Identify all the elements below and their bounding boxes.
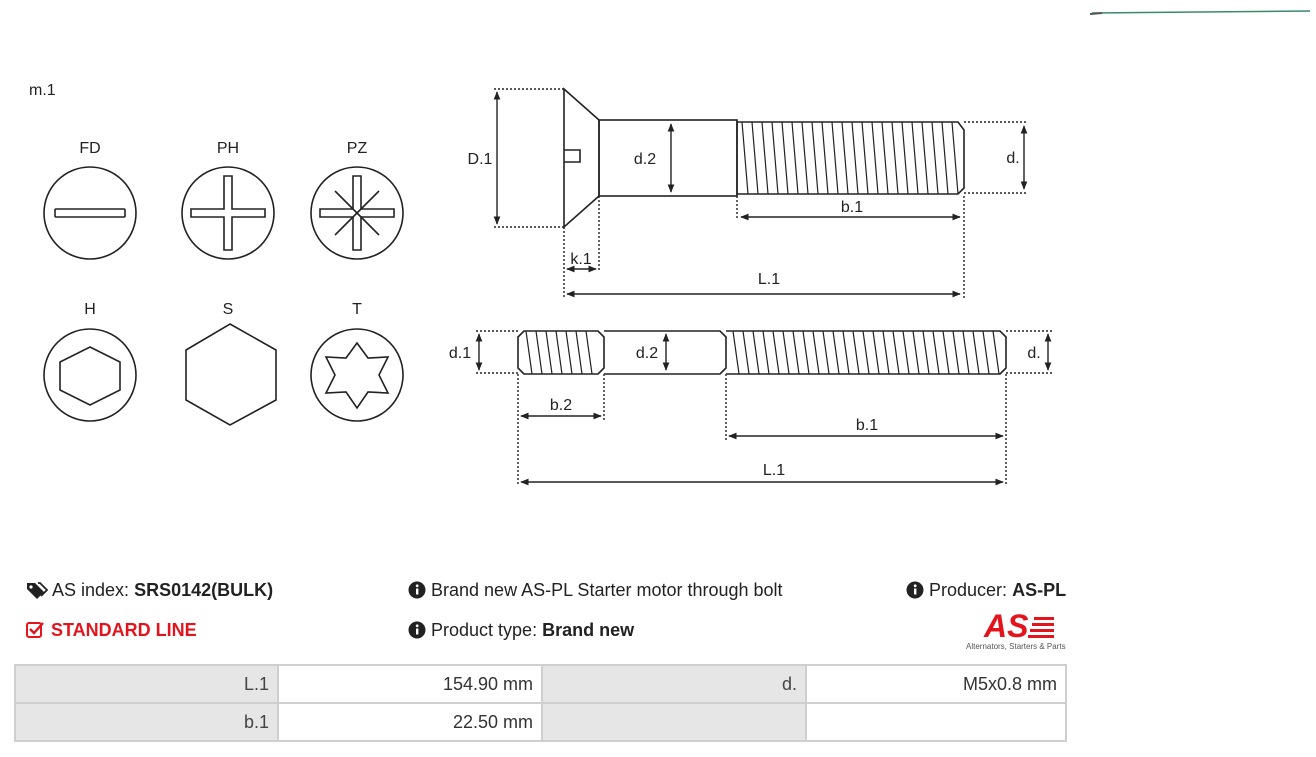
description: Brand new AS-PL Starter motor through bo…: [408, 580, 783, 601]
label-L1-top: L.1: [758, 271, 780, 288]
standard-line: STANDARD LINE: [26, 620, 197, 641]
specs-table: L.1 154.90 mm d. M5x0.8 mm b.1 22.50 mm: [14, 664, 1067, 742]
label-k1: k.1: [570, 251, 591, 268]
head-label-h: H: [84, 301, 96, 318]
head-label-t: T: [352, 301, 362, 318]
external-hex-head-icon: [185, 323, 277, 426]
label-D1: D.1: [468, 151, 493, 168]
as-logo-mark: AS: [983, 608, 1054, 644]
countersunk-bolt-drawing: [563, 87, 965, 229]
as-index-label: AS index:: [52, 580, 130, 600]
label-d1: d.1: [449, 345, 471, 362]
producer: Producer: AS-PL: [906, 580, 1066, 601]
top-dimension-lines: [493, 88, 1028, 298]
checkbox-icon: [26, 622, 44, 638]
as-index: AS index: SRS0142(BULK): [26, 580, 273, 601]
stud-bolt-drawing: [517, 330, 1007, 375]
logo-text: AS: [983, 608, 1029, 643]
bolt-diagram: m.1 FD PH PZ H S T: [29, 82, 1052, 486]
label-L1-bottom: L.1: [763, 462, 785, 479]
label-b1-bottom: b.1: [856, 417, 878, 434]
info-circle-icon: [408, 581, 426, 599]
info-circle-icon: [408, 621, 426, 639]
as-logo: AS Alternators, Starters & Parts: [964, 607, 1068, 653]
table-row: L.1 154.90 mm d. M5x0.8 mm: [14, 664, 1067, 704]
bottom-dimension-lines: [475, 330, 1052, 486]
product-type: Product type: Brand new: [408, 620, 634, 641]
head-label-pz: PZ: [347, 140, 368, 157]
spec-value-cell: [805, 702, 1067, 742]
tags-icon: [27, 582, 49, 599]
head-label-fd: FD: [79, 140, 100, 157]
logo-tagline: Alternators, Starters & Parts: [966, 642, 1066, 651]
label-d2-top: d.2: [634, 151, 656, 168]
label-d-top: d.: [1006, 150, 1019, 167]
spec-label-cell: d.: [541, 664, 807, 704]
spec-value-cell: 154.90 mm: [277, 664, 543, 704]
torx-drive-icon: [310, 328, 404, 422]
standard-line-text: STANDARD LINE: [51, 620, 197, 640]
info-circle-icon: [906, 581, 924, 599]
spec-value-cell: M5x0.8 mm: [805, 664, 1067, 704]
label-b1-top: b.1: [841, 199, 863, 216]
header-decor-line: [1090, 10, 1311, 15]
hex-socket-drive-icon: [43, 328, 137, 422]
label-d2-bottom: d.2: [636, 345, 658, 362]
head-label-ph: PH: [217, 140, 239, 157]
label-d-bottom: d.: [1027, 345, 1040, 362]
table-row: b.1 22.50 mm: [14, 702, 1067, 742]
pozidriv-drive-icon: [310, 166, 404, 260]
m1-label: m.1: [29, 82, 56, 99]
spec-value-cell: 22.50 mm: [277, 702, 543, 742]
phillips-drive-icon: [181, 166, 275, 260]
product-type-value: Brand new: [542, 620, 635, 640]
description-text: Brand new AS-PL Starter motor through bo…: [431, 580, 783, 600]
spec-label-cell: [541, 702, 807, 742]
label-b2: b.2: [550, 397, 572, 414]
head-label-s: S: [223, 301, 234, 318]
product-type-label: Product type:: [431, 620, 538, 640]
spec-label-cell: b.1: [14, 702, 279, 742]
spec-label-cell: L.1: [14, 664, 279, 704]
producer-label: Producer:: [929, 580, 1008, 600]
as-index-value: SRS0142(BULK): [134, 580, 274, 600]
slotted-drive-icon: [43, 166, 137, 260]
producer-value: AS-PL: [1012, 580, 1067, 600]
